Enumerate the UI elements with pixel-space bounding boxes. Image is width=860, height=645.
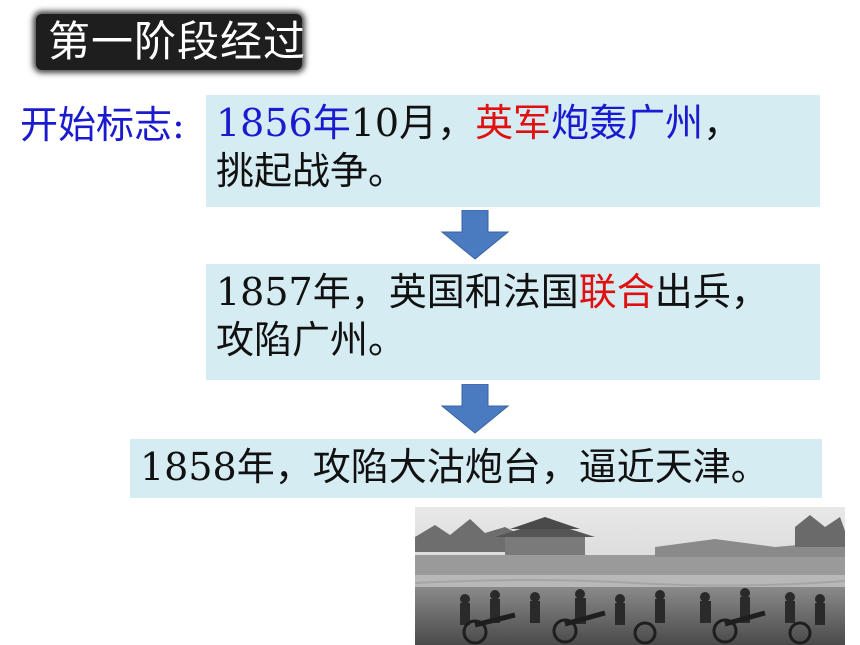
down-arrow-icon [440,384,510,434]
down-arrow-icon [440,210,510,260]
event-box-1857: 1857年，英国和法国联合出兵， 攻陷广州。 [206,264,820,380]
year-1856: 1856年 [216,101,351,145]
event-1857-text: 1857年，英国和法国联合出兵， 攻陷广州。 [216,268,769,364]
capture-guangzhou: 攻陷广州。 [216,318,407,362]
event-1856-text: 1856年10月，英军炮轰广州， 挑起战争。 [216,99,741,195]
event-1857-part-c: 出兵， [654,270,769,314]
british-army: 英军 [475,101,552,145]
historical-battle-photo [415,507,845,645]
section-title: 第一阶段经过 [48,17,307,66]
month-text: 10月， [350,101,476,145]
bombard-guangzhou: 炮轰广州 [551,101,704,145]
provoke-war: 挑起战争。 [216,149,407,193]
event-1857-part-a: 1857年，英国和法国 [216,270,579,314]
joint-forces: 联合 [578,270,655,314]
event-box-1858: 1858年，攻陷大沽炮台，逼近天津。 [130,439,822,498]
section-title-banner: 第一阶段经过 [36,14,305,70]
comma: ， [703,101,742,145]
start-marker-label: 开始标志: [20,103,185,147]
event-1858-text: 1858年，攻陷大沽炮台，逼近天津。 [140,445,769,489]
event-box-1856: 1856年10月，英军炮轰广州， 挑起战争。 [206,95,820,207]
